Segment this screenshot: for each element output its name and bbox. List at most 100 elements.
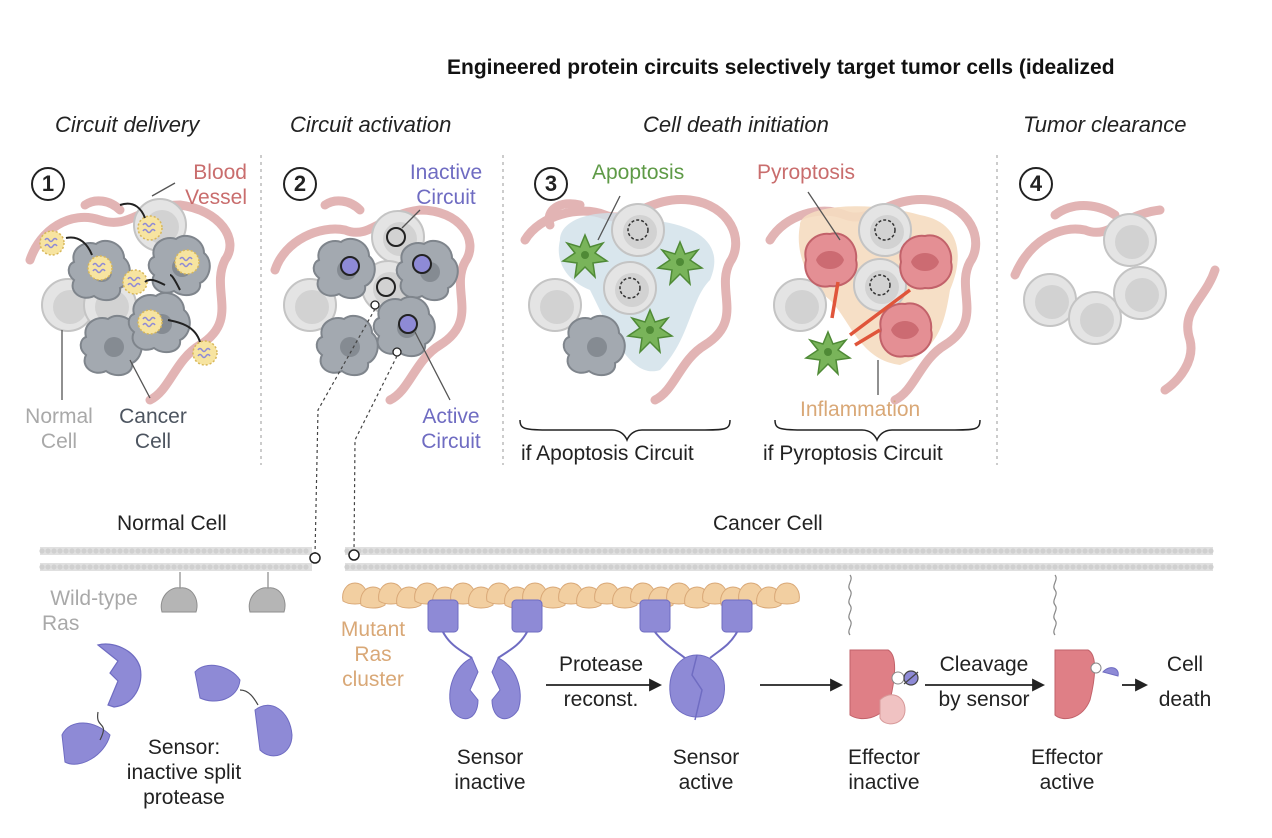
membrane-lipid bbox=[386, 564, 392, 570]
membrane-lipid bbox=[944, 564, 950, 570]
membrane-lipid bbox=[87, 564, 93, 570]
membrane-lipid bbox=[1166, 564, 1172, 570]
membrane-lipid bbox=[602, 564, 608, 570]
membrane-lipid bbox=[255, 548, 261, 554]
membrane-lipid bbox=[464, 564, 470, 570]
membrane-lipid bbox=[632, 548, 638, 554]
membrane-lipid bbox=[944, 548, 950, 554]
membrane-lipid bbox=[866, 564, 872, 570]
membrane-lipid bbox=[285, 564, 291, 570]
membrane-lipid bbox=[644, 548, 650, 554]
membrane-lipid bbox=[1166, 548, 1172, 554]
membrane-lipid bbox=[1112, 564, 1118, 570]
membrane-lipid bbox=[836, 548, 842, 554]
membrane-lipid bbox=[392, 548, 398, 554]
membrane-lipid bbox=[380, 548, 386, 554]
membrane-lipid bbox=[980, 564, 986, 570]
membrane-lipid bbox=[75, 564, 81, 570]
membrane-lipid bbox=[890, 564, 896, 570]
membrane-lipid bbox=[1016, 548, 1022, 554]
normal-cell-line2: Cell bbox=[40, 430, 78, 453]
membrane-lipid bbox=[129, 548, 135, 554]
membrane-lipid bbox=[752, 564, 758, 570]
membrane-lipid bbox=[1046, 548, 1052, 554]
membrane-lipid bbox=[1070, 548, 1076, 554]
membrane-lipid bbox=[225, 564, 231, 570]
membrane-lipid bbox=[45, 564, 51, 570]
membrane-lipid bbox=[1208, 564, 1214, 570]
sensor-inactive-graphics bbox=[427, 599, 543, 720]
cleavage-line1: Cleavage bbox=[939, 653, 1029, 676]
membrane-lipid bbox=[362, 564, 368, 570]
membrane-lipid bbox=[207, 564, 213, 570]
membrane-lipid bbox=[998, 548, 1004, 554]
membrane-lipid bbox=[734, 548, 740, 554]
membrane-lipid bbox=[225, 548, 231, 554]
membrane-lipid bbox=[1130, 548, 1136, 554]
normal-cell-label: Normal Cell bbox=[17, 404, 101, 454]
membrane-lipid bbox=[249, 564, 255, 570]
membrane-lipid bbox=[350, 564, 356, 570]
cell-death-label: Cell death bbox=[1150, 652, 1220, 712]
membrane-lipid bbox=[207, 548, 213, 554]
membrane-lipid bbox=[171, 564, 177, 570]
sensor-line2: inactive split bbox=[126, 761, 242, 784]
membrane-lipid bbox=[177, 564, 183, 570]
membrane-lipid bbox=[536, 548, 542, 554]
membrane-lipid bbox=[458, 548, 464, 554]
membrane-lipid bbox=[75, 548, 81, 554]
protease-reconst-line1: Protease bbox=[558, 653, 644, 676]
membrane-lipid bbox=[554, 548, 560, 554]
membrane-lipid bbox=[668, 564, 674, 570]
membrane-lipid bbox=[135, 548, 141, 554]
sensor-active-label: Sensor active bbox=[660, 745, 752, 795]
membrane-lipid bbox=[824, 564, 830, 570]
membrane-lipid bbox=[788, 564, 794, 570]
membrane-lipid bbox=[434, 548, 440, 554]
active-circuit-line2: Circuit bbox=[421, 430, 481, 453]
membrane-lipid bbox=[1082, 564, 1088, 570]
effector-graphics bbox=[848, 574, 1119, 725]
membrane-lipid bbox=[542, 564, 548, 570]
membrane-lipid bbox=[273, 548, 279, 554]
membrane-lipid bbox=[662, 548, 668, 554]
membrane-lipid bbox=[638, 548, 644, 554]
membrane-lipid bbox=[452, 564, 458, 570]
membrane-lipid bbox=[291, 564, 297, 570]
membrane-lipid bbox=[416, 548, 422, 554]
membrane-lipid bbox=[1202, 548, 1208, 554]
membrane-lipid bbox=[656, 564, 662, 570]
membrane-lipid bbox=[704, 548, 710, 554]
membrane-lipid bbox=[195, 548, 201, 554]
membrane-lipid bbox=[380, 564, 386, 570]
membrane-lipid bbox=[231, 564, 237, 570]
membrane-lipid bbox=[956, 564, 962, 570]
membrane-lipid bbox=[189, 548, 195, 554]
membrane-lipid bbox=[237, 564, 243, 570]
membrane-lipid bbox=[662, 564, 668, 570]
membrane-lipid bbox=[183, 548, 189, 554]
membrane-lipid bbox=[1148, 564, 1154, 570]
membrane-lipid bbox=[1046, 564, 1052, 570]
membrane-lipid bbox=[1064, 564, 1070, 570]
membrane-lipid bbox=[974, 548, 980, 554]
membrane-lipid bbox=[512, 564, 518, 570]
membrane-lipid bbox=[279, 564, 285, 570]
membrane-lipid bbox=[398, 564, 404, 570]
membrane-lipid bbox=[57, 564, 63, 570]
membrane-lipid bbox=[273, 564, 279, 570]
membrane-lipid bbox=[1142, 564, 1148, 570]
membrane-lipid bbox=[842, 548, 848, 554]
membrane-lipid bbox=[129, 564, 135, 570]
membrane-lipid bbox=[99, 548, 105, 554]
normal-cell-line1: Normal bbox=[25, 405, 93, 428]
membrane-lipid bbox=[111, 548, 117, 554]
membrane-lipid bbox=[368, 548, 374, 554]
membrane-lipid bbox=[362, 548, 368, 554]
membrane-lipid bbox=[920, 564, 926, 570]
membrane-lipid bbox=[476, 548, 482, 554]
membrane-lipid bbox=[141, 548, 147, 554]
membrane-lipid bbox=[608, 564, 614, 570]
membrane-lipid bbox=[39, 564, 45, 570]
